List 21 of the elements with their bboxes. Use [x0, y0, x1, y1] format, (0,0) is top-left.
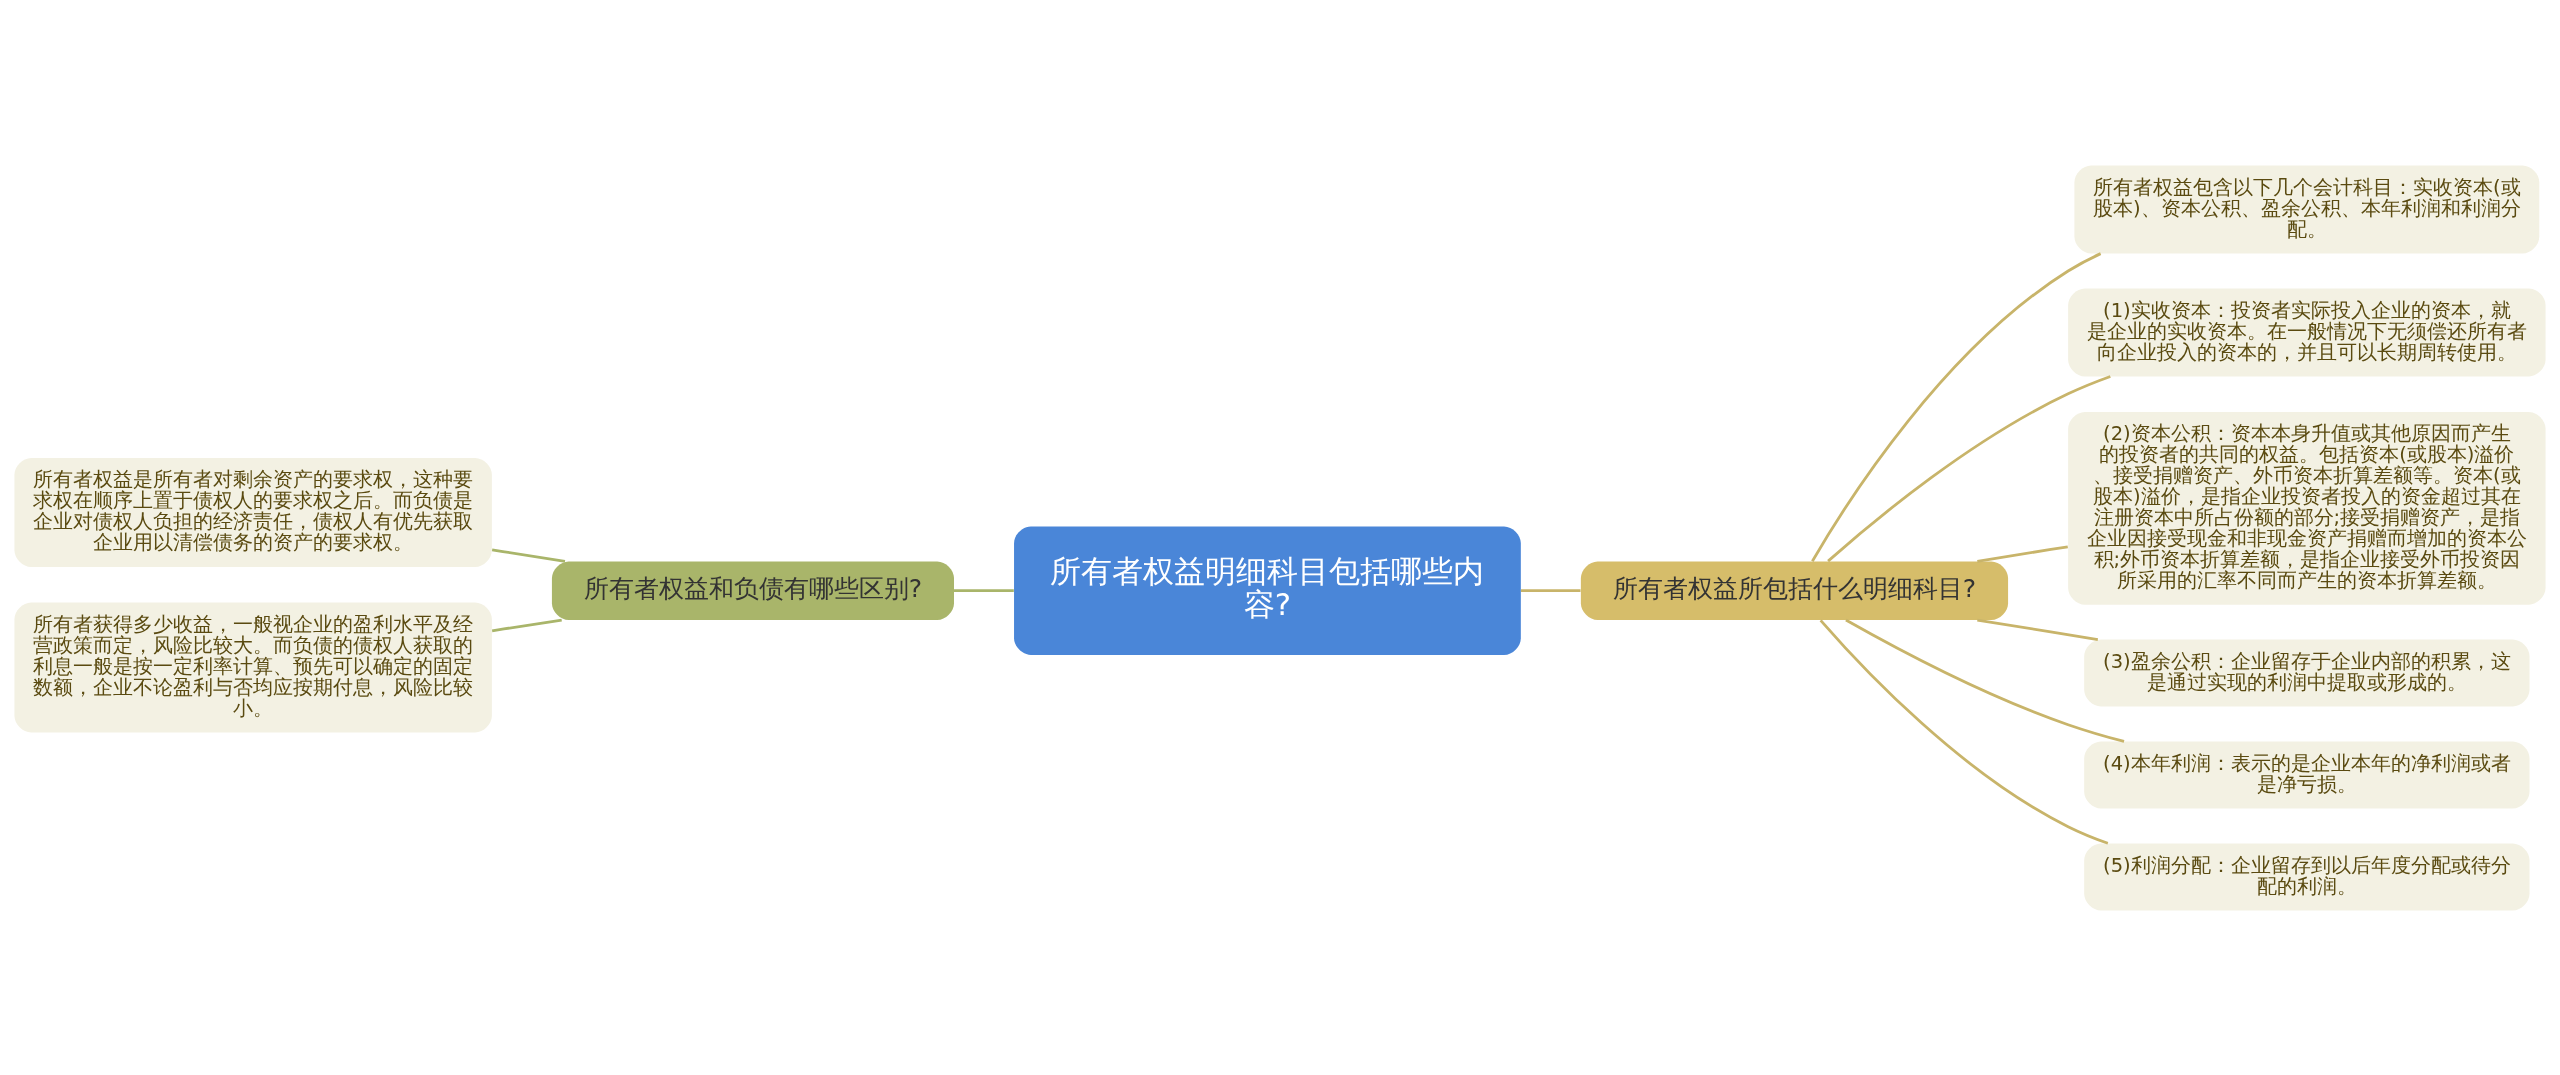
- node-box: 所有者权益和负债有哪些区别?: [551, 560, 954, 620]
- connector: [1819, 618, 2109, 845]
- connector: [491, 548, 566, 563]
- node-box: (2)资本公积：资本本身升值或其他原因而产生的投资者的共同的权益。包括资本(或股本)溢价、接受捐赠资产、外币资本折算差额等。资本(或股本)溢价，是指企业投资者投入的资金超过其在注册资本中所占份额的部分;接受捐赠资产，是指企业因接受现金和非现金资产捐赠而增加的资本公积;外币资本折算差额，是指企业接受外币投资因所采用的汇率不同而产生的资本折算差额。: [2068, 411, 2546, 605]
- node-box: (1)实收资本：投资者实际投入企业的资本，就是企业的实收资本。在一般情况下无须偿还所有者向企业投入的资本的，并且可以长期周转使用。: [2068, 287, 2546, 376]
- connector: [954, 588, 1014, 592]
- node-box: 所有者权益明细科目包括哪些内容?: [1014, 526, 1521, 655]
- connector: [1520, 588, 1581, 592]
- node-box: 所有者权益包含以下几个会计科目：实收资本(或股本)、资本公积、盈余公积、本年利润和利润分配。: [2074, 165, 2540, 254]
- node-box: (3)盈余公积：企业留存于企业内部的积累，这是通过实现的利润中提取或形成的。: [2084, 639, 2530, 707]
- node-box: 所有者权益所包括什么明细科目?: [1580, 560, 2009, 620]
- node-box: 所有者权益是所有者对剩余资产的要求权，这种要求权在顺序上置于债权人的要求权之后。而负债是企业对债权人负担的经济责任，债权人有优先获取企业用以清偿债务的资产的要求权。: [14, 457, 492, 567]
- connector: [1827, 374, 2111, 562]
- node-box: 所有者获得多少收益，一般视企业的盈利水平及经营政策而定，风险比较大。而负债的债权人获取的利息一般是按一定利率计算、预先可以确定的固定数额，企业不论盈利与否均应按期付息，风险比较小。: [14, 602, 492, 732]
- connector: [1977, 618, 2099, 641]
- node-box: (4)本年利润：表示的是企业本年的净利润或者是净亏损。: [2084, 741, 2530, 808]
- node-box: (5)利润分配：企业留存到以后年度分配或待分配的利润。: [2084, 842, 2530, 910]
- connector: [1845, 618, 2125, 743]
- connector: [491, 618, 562, 632]
- connector: [1977, 544, 2068, 563]
- connector: [1811, 251, 2102, 562]
